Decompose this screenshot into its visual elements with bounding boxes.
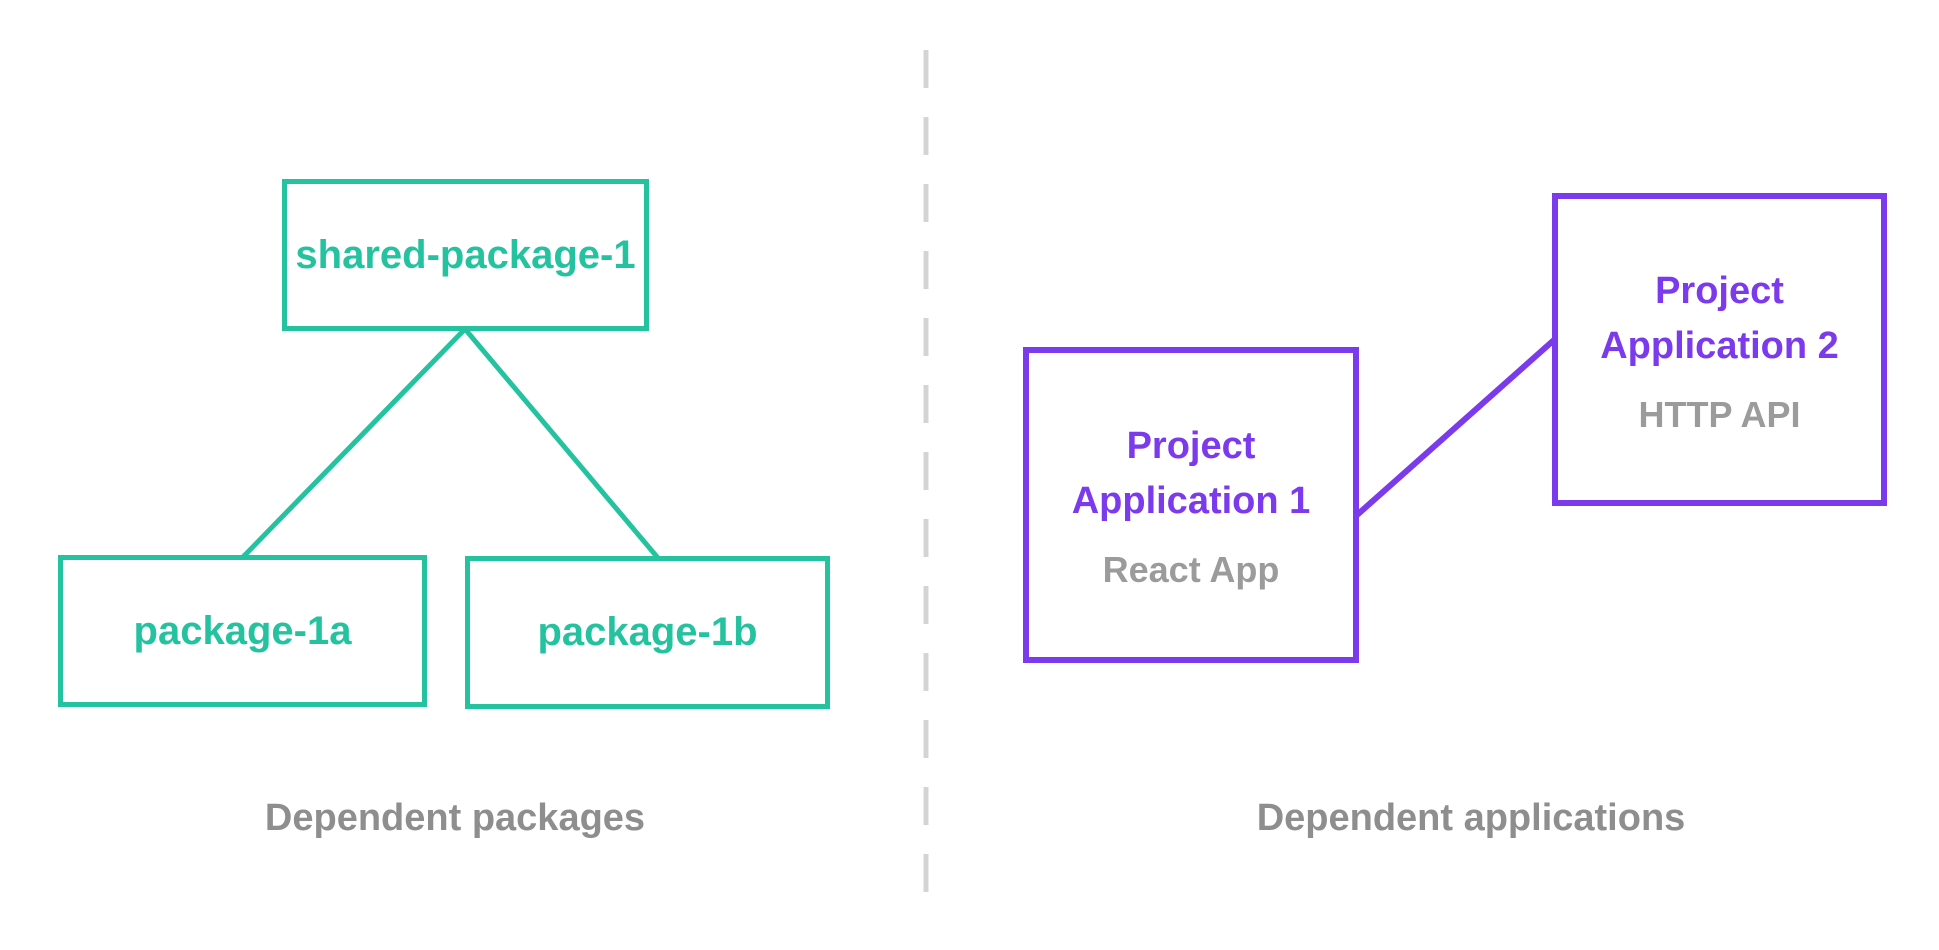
application-title-line-1: Project bbox=[1655, 269, 1784, 312]
application-title-line-2: Application 1 bbox=[1071, 480, 1311, 522]
application-subtitle: React App bbox=[1102, 549, 1280, 590]
edge-shared-package-to-package-1a bbox=[241, 327, 467, 559]
application-node-2: Project Application 2 HTTP API bbox=[1552, 193, 1887, 506]
right-section-caption: Dependent applications bbox=[1256, 797, 1686, 839]
application-node-1: Project Application 1 React App bbox=[1023, 347, 1359, 663]
edge-shared-package-to-package-1b bbox=[463, 327, 660, 560]
left-section-caption: Dependent packages bbox=[264, 797, 646, 839]
application-title: Project Application 2 bbox=[1600, 264, 1839, 374]
package-node-shared-package-1: shared-package-1 bbox=[282, 179, 649, 331]
application-title-line-2: Application 2 bbox=[1600, 324, 1839, 367]
package-node-label: shared-package-1 bbox=[295, 232, 636, 277]
package-node-label: package-1b bbox=[537, 610, 758, 654]
edge-application1-to-application2 bbox=[1355, 337, 1556, 518]
package-node-package-1a: package-1a bbox=[58, 555, 427, 707]
package-node-package-1b: package-1b bbox=[465, 556, 830, 709]
application-title-line-1: Project bbox=[1126, 425, 1256, 467]
application-title: Project Application 1 bbox=[1072, 419, 1311, 529]
application-subtitle: HTTP API bbox=[1638, 393, 1801, 435]
package-node-label: package-1a bbox=[133, 608, 352, 653]
